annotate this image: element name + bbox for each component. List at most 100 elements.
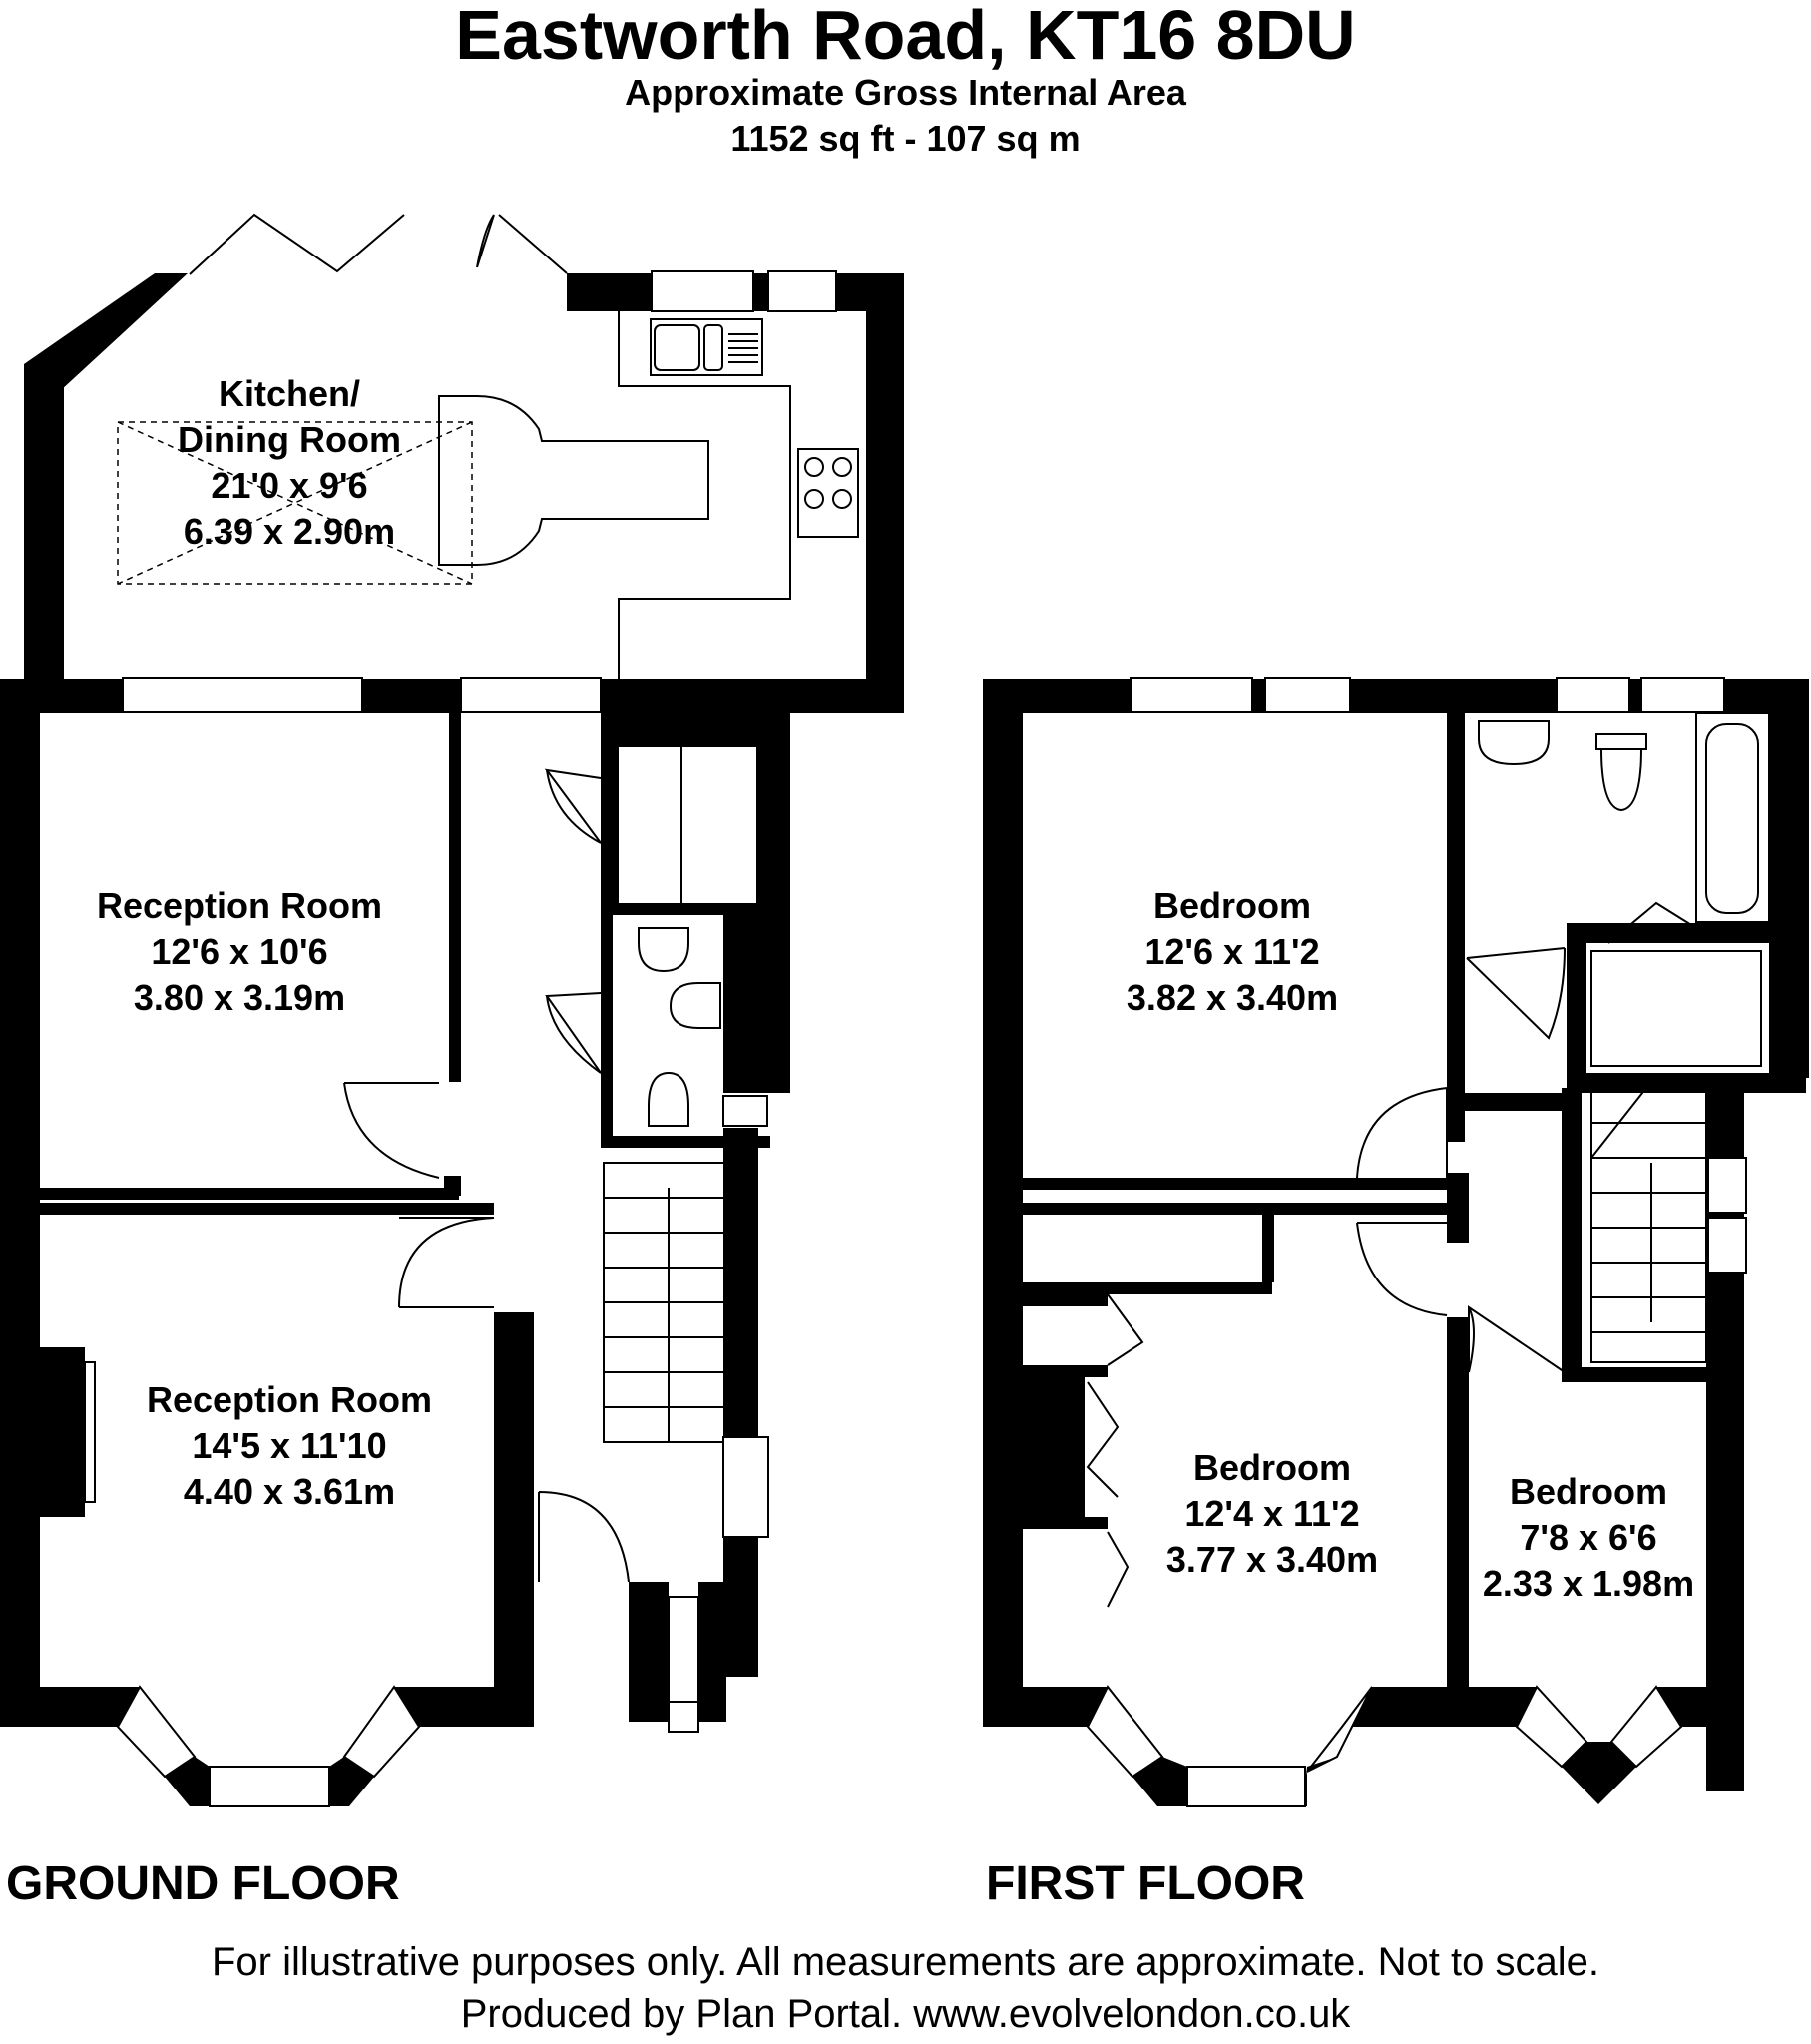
- chimney-breast: [1023, 1377, 1085, 1517]
- bedroom-window: [1264, 677, 1351, 713]
- reception-1-wall-stub: [444, 1176, 461, 1196]
- wc-wall: [723, 903, 790, 1093]
- room-name: Bedroom: [1152, 885, 1311, 926]
- hob-icon: [797, 448, 859, 538]
- reception-1-door: [343, 1082, 440, 1179]
- first-bottom-wall: [1402, 1687, 1502, 1727]
- kitchen-wall-top-right2: [753, 273, 768, 311]
- bathroom-basin: [1478, 720, 1550, 766]
- wc-bidet: [669, 982, 721, 1029]
- room-imperial: 12'4 x 11'2: [1184, 1493, 1360, 1534]
- landing-window: [1707, 1157, 1747, 1214]
- kitchen-wall-left: [24, 364, 64, 679]
- bath-icon: [1695, 712, 1770, 923]
- fireplace: [40, 1347, 85, 1517]
- wardrobe-wall: [1023, 1517, 1108, 1529]
- bathroom-bottom-wall: [1567, 1073, 1806, 1093]
- wardrobe-door: [1107, 1293, 1144, 1366]
- hob-ring: [804, 489, 824, 509]
- first-stairs: [1590, 1087, 1707, 1363]
- room-metric: 3.80 x 3.19m: [133, 977, 346, 1018]
- page-title: Eastworth Road, KT16 8DU: [455, 0, 1356, 74]
- reception-2-top-wall: [40, 1203, 494, 1215]
- bedroom-window: [1130, 677, 1253, 713]
- bay-wall: [1656, 1687, 1744, 1727]
- wc-basin: [638, 927, 689, 973]
- stair-side-wall: [723, 1128, 758, 1437]
- footer: For illustrative purposes only. All meas…: [0, 1936, 1811, 2040]
- cupboard-wall: [601, 713, 619, 912]
- landing-wall: [1447, 1093, 1569, 1111]
- kitchen-wall-left-diagonal: [24, 273, 188, 391]
- porch-wall: [629, 1582, 669, 1722]
- drainer: [728, 333, 758, 363]
- bay-window-front: [209, 1766, 330, 1807]
- toilet-icon: [648, 1071, 689, 1127]
- kitchen-window: [651, 270, 754, 312]
- room-imperial: 7'8 x 6'6: [1520, 1517, 1657, 1558]
- header: Eastworth Road, KT16 8DU Approximate Gro…: [0, 0, 1811, 162]
- room-name: Reception Room: [146, 1379, 432, 1420]
- kitchen-island: [438, 395, 709, 566]
- reception-2-right-wall-top: [509, 1312, 524, 1582]
- area-label: Approximate Gross Internal Area: [625, 72, 1186, 113]
- room-metric: 4.40 x 3.61m: [183, 1471, 396, 1512]
- room-name: Bedroom: [1509, 1471, 1667, 1512]
- shower-door: [1607, 901, 1697, 944]
- bedroom-2-door: [1356, 1222, 1448, 1316]
- bay-wall: [394, 1687, 534, 1727]
- first-floor-plan: [983, 677, 1809, 1807]
- front-door: [668, 1701, 699, 1733]
- kitchen-wall-right: [866, 273, 904, 713]
- hall-side-window: [722, 1436, 769, 1538]
- first-top-wall: [983, 679, 1771, 713]
- disclaimer: For illustrative purposes only. All meas…: [212, 1940, 1599, 1984]
- bay-corner: [1302, 1757, 1337, 1806]
- reception-2-door: [398, 1217, 495, 1308]
- bay-window: [1306, 1686, 1373, 1773]
- wardrobe-wall: [1023, 1282, 1272, 1294]
- wardrobe-wall: [1262, 1203, 1274, 1282]
- room-imperial: 12'6 x 10'6: [151, 931, 328, 972]
- reception-2-right-wall-bottom: [504, 1582, 534, 1682]
- room-metric: 3.77 x 3.40m: [1165, 1539, 1379, 1580]
- room-metric: 2.33 x 1.98m: [1482, 1563, 1695, 1604]
- sink-bowl: [654, 324, 700, 371]
- hob-ring: [804, 457, 824, 477]
- room-imperial: 14'5 x 11'10: [192, 1425, 387, 1466]
- bay-corner: [165, 1757, 210, 1806]
- first-floor-label: FIRST FLOOR: [986, 1857, 1305, 1910]
- fireplace-hearth: [84, 1361, 96, 1503]
- kitchen-window: [767, 270, 837, 312]
- hob-ring: [832, 457, 852, 477]
- wc-door: [545, 992, 602, 1074]
- first-left-wall: [983, 679, 1023, 1727]
- porch-wall: [698, 1582, 726, 1722]
- bedroom-3-door: [1468, 1305, 1566, 1373]
- porch-door: [668, 1596, 699, 1703]
- wardrobe-door: [1107, 1531, 1130, 1608]
- landing-window: [1707, 1217, 1747, 1274]
- room-label-kitchen: Kitchen/ Dining Room 21'0 x 9'6 6.39 x 2…: [140, 371, 439, 555]
- bathroom-door: [1466, 947, 1566, 1040]
- wc-wall: [601, 903, 613, 1143]
- ground-right-bottom-wall: [723, 1537, 758, 1677]
- wardrobe-door: [1086, 1381, 1120, 1498]
- wc-window: [722, 1095, 768, 1127]
- bedroom-2-top-wall: [1023, 1203, 1452, 1215]
- shower-wall: [1567, 923, 1771, 943]
- reception-1-right-wall: [449, 713, 461, 1082]
- bedroom-2-right-wall: [1447, 1317, 1469, 1727]
- bay-window-front: [1186, 1766, 1306, 1807]
- room-metric: 3.82 x 3.40m: [1126, 977, 1339, 1018]
- stair-treads: [604, 1188, 726, 1442]
- reception-window: [122, 677, 363, 713]
- bedroom-1-bottom-wall: [1023, 1178, 1467, 1190]
- bay-wall: [40, 1687, 140, 1727]
- room-name: Reception Room: [96, 885, 382, 926]
- area-value: 1152 sq ft - 107 sq m: [730, 118, 1081, 159]
- front-hall-door: [538, 1491, 630, 1583]
- hall-window: [460, 677, 602, 713]
- wardrobe-wall: [1023, 1365, 1108, 1377]
- bay-wall: [1023, 1687, 1108, 1727]
